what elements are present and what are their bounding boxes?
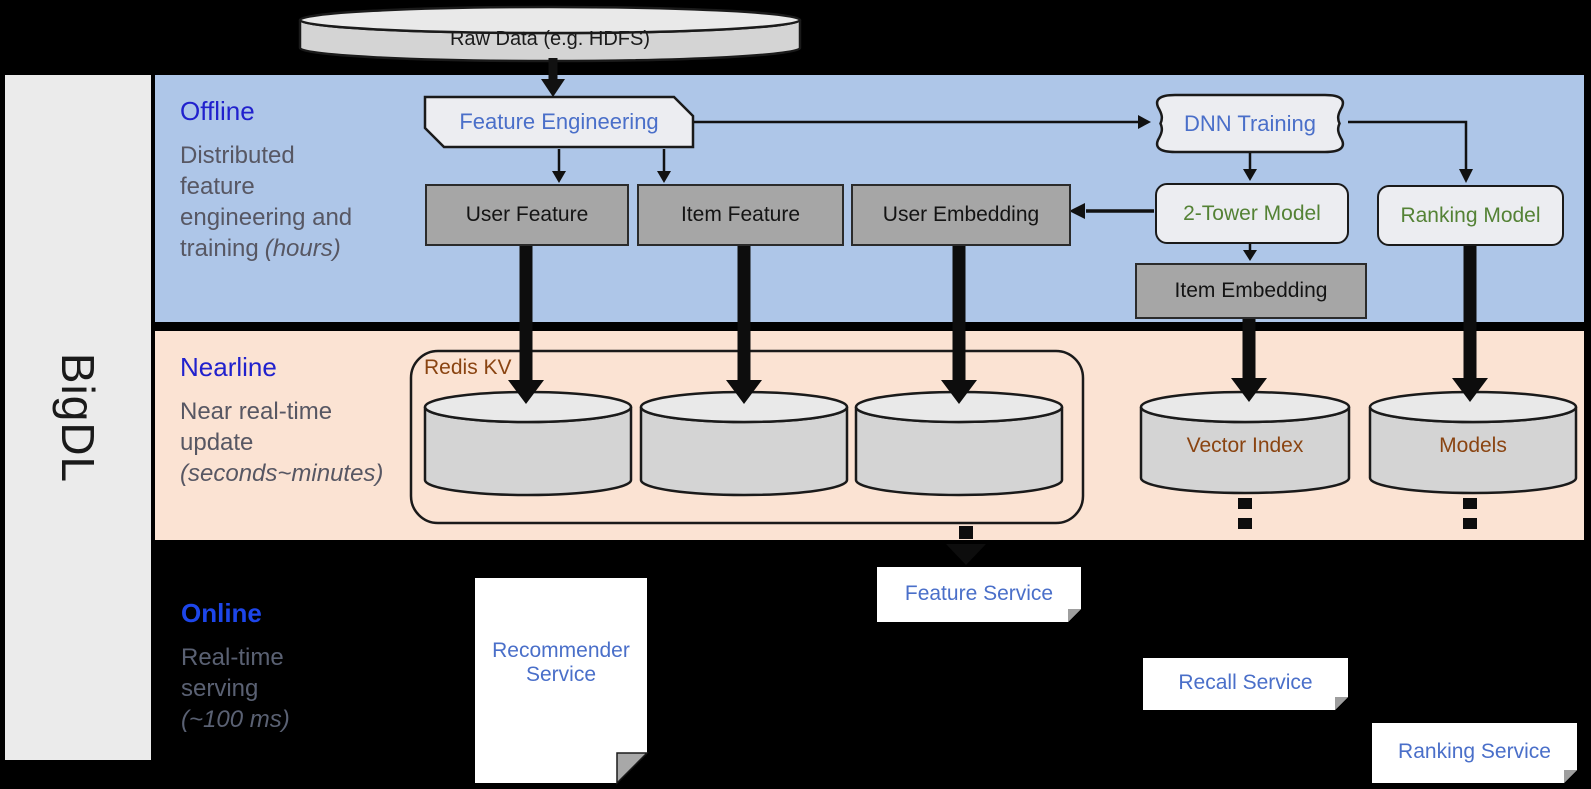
arrow-rawdata-to-feature-engineering: [541, 58, 565, 97]
arrow-two-tower-to-item-embedding: [1243, 241, 1257, 261]
feature-engineering-shape: [423, 95, 695, 149]
redis-cylinder-3-icon: [854, 390, 1064, 497]
node-ranking-service: Ranking Service: [1398, 740, 1551, 763]
dashed-arrow-redis-to-feature-service: [946, 526, 986, 565]
node-vector-index: Vector Index: [1186, 434, 1304, 457]
arrow-ranking-model-to-models: [1452, 242, 1488, 402]
arrow-fe-to-item-feature: [657, 149, 671, 183]
node-user-embedding: User Embedding: [851, 184, 1071, 246]
node-ranking-model: Ranking Model: [1377, 185, 1564, 246]
arrow-item-feature-to-redis: [726, 242, 762, 404]
node-feature-engineering: Feature Engineering: [459, 109, 659, 134]
redis-kv-label: Redis KV: [424, 356, 512, 379]
arrow-user-embedding-to-redis: [941, 242, 977, 404]
arrow-fe-to-dnn-training: [694, 115, 1151, 129]
vector-index-cylinder-icon: [1139, 390, 1351, 495]
bigdl-sidebar: BigDL: [5, 75, 151, 760]
arrow-fe-to-user-feature: [552, 149, 566, 183]
node-recommender-service: Recommender Service: [492, 639, 630, 686]
dashed-line-vector-index-to-recall: [1238, 498, 1252, 529]
recall-service-document: [1143, 658, 1348, 710]
feature-service-document: [877, 567, 1081, 622]
nearline-section-title: Nearline: [180, 352, 277, 382]
offline-section-description: Distributed feature engineering and trai…: [180, 142, 353, 262]
node-raw-data-label: Raw Data (e.g. HDFS): [449, 27, 651, 50]
redis-cylinder-2-icon: [639, 390, 849, 497]
dashed-line-models-to-ranking: [1463, 498, 1477, 529]
redis-cylinder-1-icon: [423, 390, 633, 497]
arrow-user-feature-to-redis: [508, 242, 544, 404]
node-dnn-training: DNN Training: [1183, 110, 1317, 136]
nearline-section-description: Near real-time update (seconds~minutes): [180, 398, 384, 487]
node-item-embedding: Item Embedding: [1135, 263, 1367, 319]
node-feature-service: Feature Service: [904, 581, 1054, 605]
online-section-description: Real-time serving (~100 ms): [181, 644, 290, 733]
arrow-dnn-to-ranking-model: [1348, 120, 1473, 183]
arrow-item-embedding-to-vector-index: [1231, 315, 1267, 402]
dnn-training-shape: [1155, 93, 1345, 154]
node-two-tower-model: 2-Tower Model: [1155, 183, 1349, 244]
offline-section-title: Offline: [180, 96, 255, 126]
models-cylinder-icon: [1368, 390, 1578, 495]
node-item-feature: Item Feature: [637, 184, 844, 246]
recommender-service-document: [475, 578, 649, 785]
arrow-two-tower-to-user-embedding: [1069, 203, 1154, 219]
node-models: Models: [1439, 434, 1507, 457]
ranking-service-document: [1372, 723, 1577, 783]
online-section-title: Online: [181, 598, 262, 628]
node-recall-service: Recall Service: [1178, 671, 1313, 694]
raw-data-cylinder-icon: [298, 5, 802, 63]
node-user-feature: User Feature: [425, 184, 629, 246]
arrow-dnn-to-two-tower: [1243, 153, 1257, 181]
